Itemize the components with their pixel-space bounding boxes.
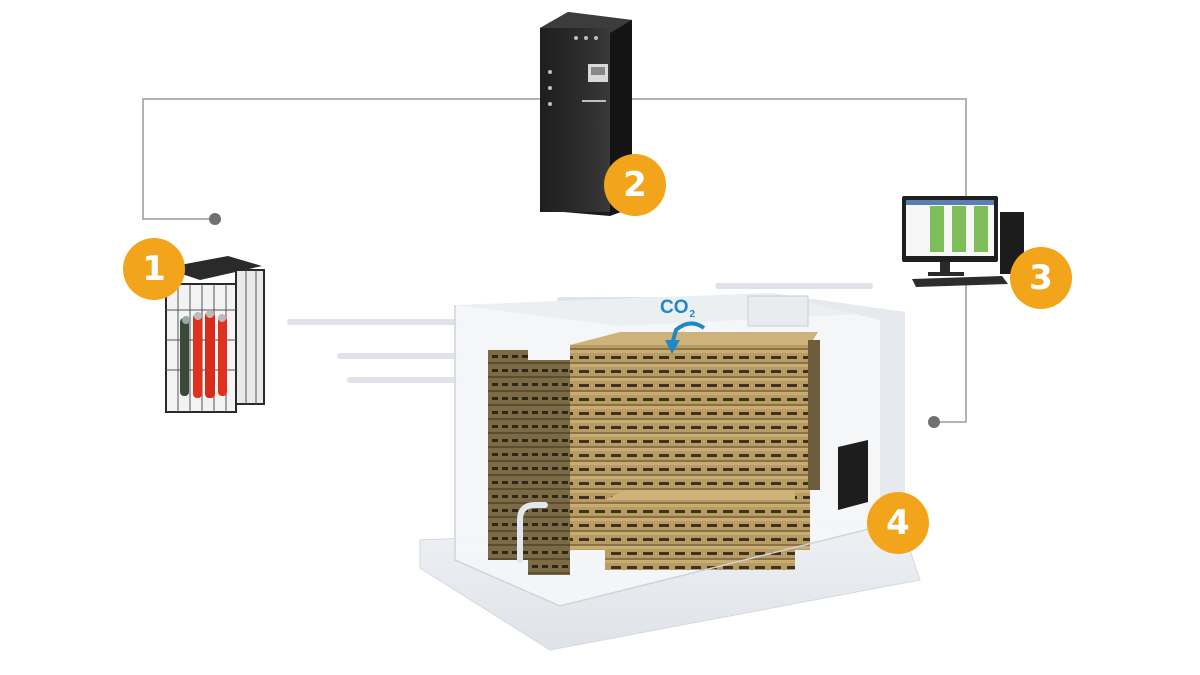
co2-subscript: 2 [689, 309, 696, 320]
control-cabinet-icon [540, 12, 632, 216]
co2-arrowhead [665, 340, 680, 354]
co2-arrow-icon [670, 321, 706, 345]
line-computer-to-room [935, 282, 967, 423]
connector-dot-right [928, 416, 940, 428]
step-badge-3: 3 [1010, 247, 1072, 309]
connector-dot-left [209, 213, 221, 225]
cold-storage-room-icon [287, 283, 921, 651]
step-badge-2: 2 [604, 154, 666, 216]
step-badge-1: 1 [123, 238, 185, 300]
co2-formula: CO [660, 297, 689, 318]
line-cabinet-to-cylinders [142, 98, 540, 220]
co2-label: CO2 [660, 297, 695, 320]
computer-monitor-icon [902, 196, 1024, 287]
gas-cylinder-cage-icon [164, 256, 265, 413]
step-badge-4: 4 [867, 492, 929, 554]
